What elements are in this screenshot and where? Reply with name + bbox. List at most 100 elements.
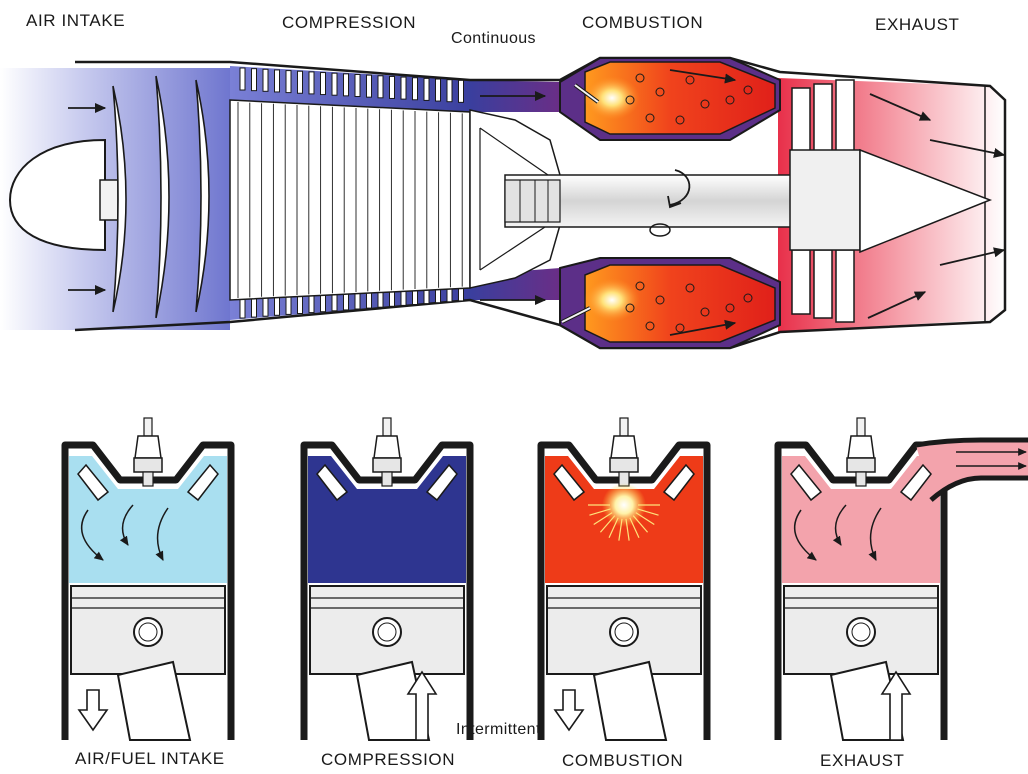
spark-plug-body [847, 435, 875, 459]
wrist-pin-inner [614, 622, 634, 642]
piston-compression-label: COMPRESSION [321, 750, 456, 769]
wrist-pin [133, 617, 163, 647]
airflow-swirl-arrow-icon [155, 507, 169, 561]
piston-up-arrow-icon [406, 670, 438, 741]
liner-hole [685, 283, 695, 293]
compressor-drum [229, 99, 471, 301]
liner-hole [645, 321, 655, 331]
intake-valve [77, 463, 110, 502]
liner-hole [743, 85, 753, 95]
stator-vane [377, 75, 384, 99]
stator-vane [435, 78, 441, 102]
connecting-rod [355, 660, 431, 741]
jet-combustion-label: COMBUSTION [582, 13, 704, 32]
stator-vane [458, 79, 464, 103]
compressor-blades [112, 67, 464, 319]
combustion-chamber-upper [559, 57, 781, 141]
stator-vane [354, 74, 361, 97]
stator-vane [446, 79, 453, 103]
airflow-swirl-arrow-icon [119, 504, 134, 546]
airflow-swirl-arrow-icon [868, 507, 882, 561]
stator-vane [366, 74, 372, 98]
spark-ray [629, 517, 640, 538]
liner-hole [625, 303, 635, 313]
intake-valve [790, 463, 823, 502]
exhaust-cone [859, 148, 993, 254]
intake-valve [316, 463, 349, 502]
stator-vane [297, 70, 303, 94]
spark-plug-thread [381, 471, 393, 487]
intake-valve [553, 463, 586, 502]
jet-intake-label: AIR INTAKE [26, 11, 126, 30]
spark-plug-body [134, 435, 162, 459]
wrist-pin [609, 617, 639, 647]
spark-plug-body [610, 435, 638, 459]
spark-plug-nut [846, 457, 876, 473]
cylinder-combustion-stroke [537, 417, 711, 741]
stator-vane [423, 77, 430, 101]
spark-ray [599, 515, 616, 533]
exhaust-valve [662, 463, 695, 502]
wrist-pin [846, 617, 876, 647]
piston-down-arrow-icon [553, 689, 585, 732]
liner-hole [635, 73, 645, 83]
liner-hole [675, 115, 685, 125]
liner-hole [625, 95, 635, 105]
stator-vane [308, 71, 315, 95]
liner-hole [635, 281, 645, 291]
spark-glow [602, 483, 646, 527]
spark-plug-thread [855, 471, 867, 487]
exhaust-pipe [915, 437, 1028, 502]
wrist-pin-inner [851, 622, 871, 642]
liner-hole [725, 95, 735, 105]
spark-ray [593, 512, 613, 525]
connecting-rod [592, 660, 668, 741]
cylinder-intake-stroke [61, 417, 235, 741]
wrist-pin [372, 617, 402, 647]
stator-vane [274, 69, 280, 93]
stator-vane [331, 72, 338, 96]
spark-ray [632, 515, 649, 533]
stator-vane [343, 73, 349, 97]
spark-ray [589, 508, 611, 516]
exhaust-valve [186, 463, 219, 502]
spark-plug-tip [143, 417, 153, 437]
piston-exhaust-label: EXHAUST [820, 751, 905, 770]
spark-ray [625, 518, 630, 541]
liner-hole [700, 99, 710, 109]
combustion-gas [782, 456, 940, 583]
exhaust-valve [899, 463, 932, 502]
wrist-pin-inner [138, 622, 158, 642]
stator-vane [400, 76, 407, 100]
stator-vane [285, 70, 292, 94]
spark-plug-tip [619, 417, 629, 437]
liner-hole [655, 87, 665, 97]
piston-intake-label: AIR/FUEL INTAKE [75, 749, 225, 768]
liner-hole [725, 303, 735, 313]
spark-ray [635, 512, 655, 525]
spark-ray [637, 508, 659, 516]
connecting-rod [829, 660, 905, 741]
cylinder-compression-stroke [300, 417, 474, 741]
piston-down-arrow-icon [77, 689, 109, 732]
stator-vane [239, 67, 246, 91]
turbine-stages [789, 79, 861, 323]
liner-hole [700, 307, 710, 317]
jet-flow-arrows [68, 69, 1006, 336]
spark-plug-nut [133, 457, 163, 473]
spark-plug-body [373, 435, 401, 459]
piston-combustion-label: COMBUSTION [562, 751, 684, 770]
stator-vane [262, 68, 269, 92]
jet-compression-label: COMPRESSION [282, 13, 417, 32]
piston-up-arrow-icon [880, 670, 912, 741]
stator-vane [251, 68, 257, 92]
exhaust-valve [425, 463, 458, 502]
stator-vane [320, 72, 326, 96]
spark-plug-tip [856, 417, 866, 437]
intermittent-mode-label: Intermittent [456, 721, 541, 738]
liner-hole [675, 323, 685, 333]
spark-plug-nut [372, 457, 402, 473]
spark-ray [618, 518, 623, 541]
airflow-swirl-arrow-icon [80, 509, 104, 561]
